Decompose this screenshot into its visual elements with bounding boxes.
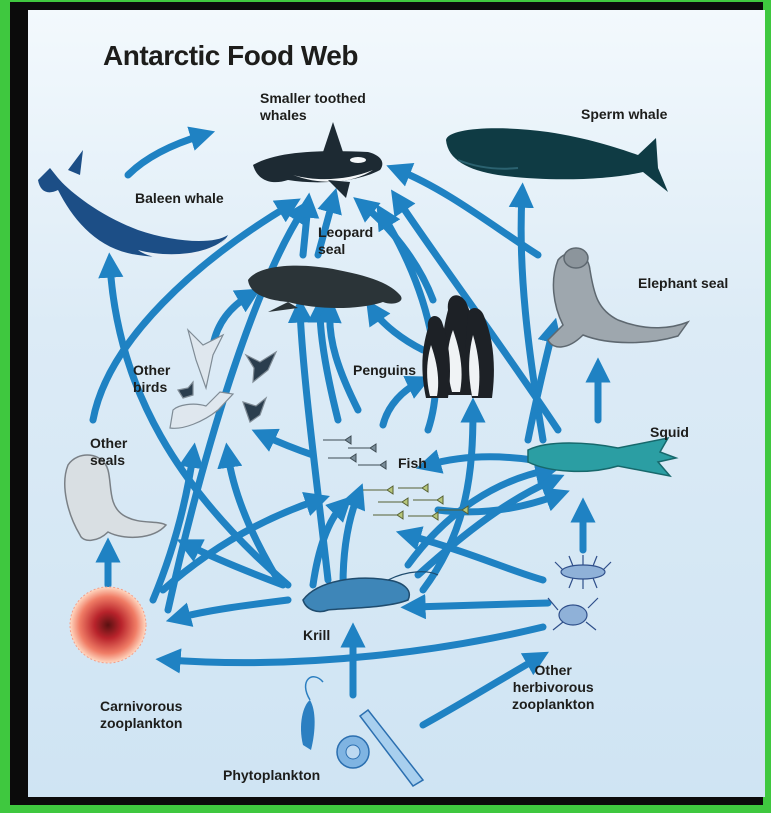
penguins-illustration: [422, 295, 494, 398]
label-carnivorous-zooplankton: Carnivorous zooplankton: [100, 698, 182, 732]
label-leopard-seal: Leopard seal: [318, 224, 373, 258]
diagram-title: Antarctic Food Web: [103, 40, 358, 72]
arrow-krill-to-carnivzoo: [178, 600, 288, 618]
other-birds-illustration: [170, 330, 276, 428]
label-fish: Fish: [398, 455, 427, 472]
elephant-seal-illustration: [548, 248, 688, 347]
label-other-birds: Other birds: [133, 362, 170, 396]
food-web-panel: Antarctic Food Web Smaller toothed whale…: [28, 10, 765, 797]
arrow-baleen-to-toothed: [128, 135, 203, 175]
label-sperm-whale: Sperm whale: [581, 106, 667, 123]
arrow-elephant-to-toothed: [398, 170, 538, 255]
sperm-whale-illustration: [446, 128, 668, 192]
orca-illustration: [253, 122, 382, 198]
label-penguins: Penguins: [353, 362, 416, 379]
arrow-fish-to-penguins: [383, 382, 420, 425]
herbivorous-zooplankton-illustration: [548, 555, 611, 630]
label-smaller-toothed-whales: Smaller toothed whales: [260, 90, 366, 124]
arrow-krill-to-squid-2: [408, 470, 548, 565]
arrow-squid-to-fish: [428, 457, 533, 465]
arrow-fish-to-squid: [438, 495, 558, 512]
carnivorous-zooplankton-illustration: [70, 587, 146, 663]
arrow-squid-to-sperm: [521, 195, 543, 440]
label-krill: Krill: [303, 627, 330, 644]
label-squid: Squid: [650, 424, 689, 441]
food-web-diagram: [28, 10, 765, 797]
arrow-fish-to-birds: [263, 435, 313, 455]
label-baleen-whale: Baleen whale: [135, 190, 224, 207]
label-other-seals: Other seals: [90, 435, 127, 469]
label-other-herbivorous-zooplankton: Other herbivorous zooplankton: [512, 662, 594, 713]
leopard-seal-illustration: [248, 266, 402, 312]
arrow-leopard-to-toothed-2: [303, 205, 308, 255]
image-frame: Antarctic Food Web Smaller toothed whale…: [10, 2, 763, 805]
label-phytoplankton: Phytoplankton: [223, 767, 320, 784]
label-elephant-seal: Elephant seal: [638, 275, 728, 292]
arrow-krill-to-fish: [343, 495, 358, 585]
arrow-penguins-to-leopard: [373, 310, 423, 350]
arrow-herbzoo-to-krill: [413, 603, 548, 607]
